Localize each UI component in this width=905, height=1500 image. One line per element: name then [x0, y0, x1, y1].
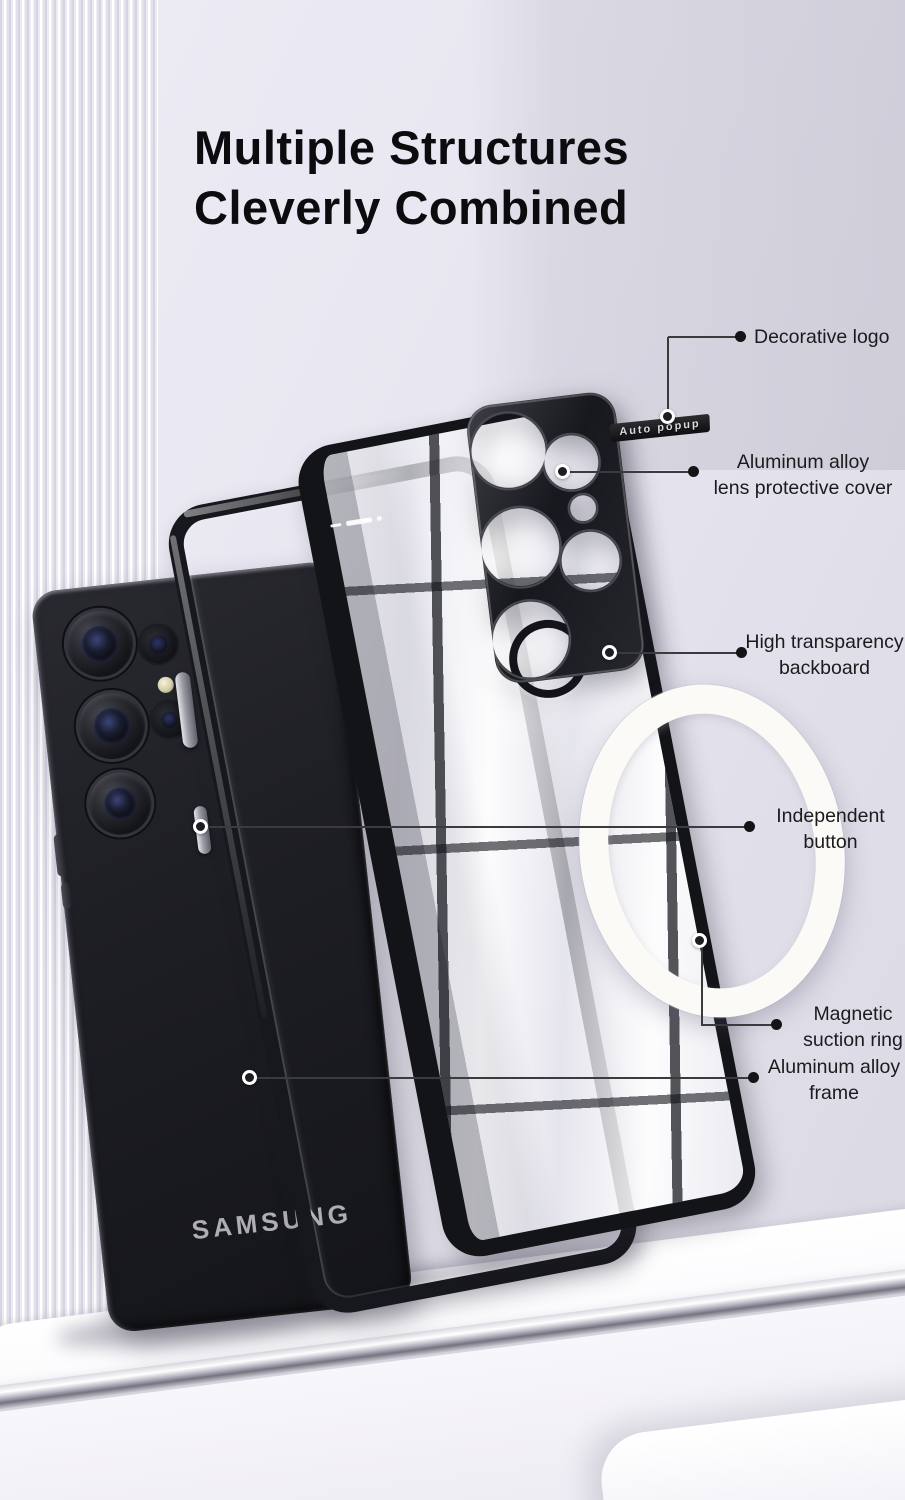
callout-dot	[735, 331, 746, 342]
camera-lens-glass	[102, 785, 138, 822]
camera-lens-glass	[148, 634, 169, 655]
callout-label-lens-cover: Aluminum alloy lens protective cover	[713, 451, 893, 499]
callout-anchor-dot	[602, 645, 617, 660]
callout-anchor-dot	[193, 819, 208, 834]
headline-line-1: Multiple Structures	[194, 121, 630, 174]
callout-line	[667, 337, 669, 417]
callout-line	[566, 471, 694, 473]
camera-lens-glass	[91, 706, 132, 746]
callout-dot	[748, 1072, 759, 1083]
callout-anchor-dot	[242, 1070, 257, 1085]
camera-lens	[86, 769, 155, 838]
callout-dot	[688, 466, 699, 477]
camera-lens-glass	[160, 710, 179, 729]
callout-line	[701, 941, 703, 1026]
callout-anchor-dot	[692, 933, 707, 948]
speaker-dash	[345, 516, 373, 526]
lens-protective-cover	[464, 390, 647, 686]
callout-line	[613, 652, 742, 654]
lens-cover-plate	[466, 392, 645, 683]
small-camera-lens	[137, 623, 180, 666]
callout-label-decorative-logo: Decorative logo	[754, 326, 890, 348]
callout-label-frame: Aluminum alloy frame	[767, 1056, 901, 1104]
speaker-dash	[330, 522, 342, 528]
callout-dot	[771, 1019, 782, 1030]
callout-line	[253, 1077, 754, 1079]
phone-power-button	[60, 882, 73, 910]
callout-label-independent-button: Independent button	[776, 805, 885, 853]
callout-line	[204, 826, 750, 828]
camera-lens	[75, 689, 149, 763]
callout-line	[668, 336, 741, 338]
camera-lens	[63, 607, 137, 681]
headline: Multiple Structures Cleverly Combined	[194, 118, 629, 238]
callout-label-backboard: High transparency backboard	[745, 631, 904, 679]
callout-anchor-dot	[660, 409, 675, 424]
callout-dot	[744, 821, 755, 832]
flash-led	[156, 676, 175, 694]
callout-label-magnetic-ring: Magnetic suction ring	[803, 1003, 903, 1051]
callout-line	[703, 1024, 777, 1026]
headline-line-2: Cleverly Combined	[194, 181, 629, 234]
callout-dot	[736, 647, 747, 658]
speaker-dot	[376, 515, 383, 521]
wall-shading	[468, 0, 905, 470]
camera-lens-glass	[80, 623, 120, 664]
callout-anchor-dot	[555, 464, 570, 479]
